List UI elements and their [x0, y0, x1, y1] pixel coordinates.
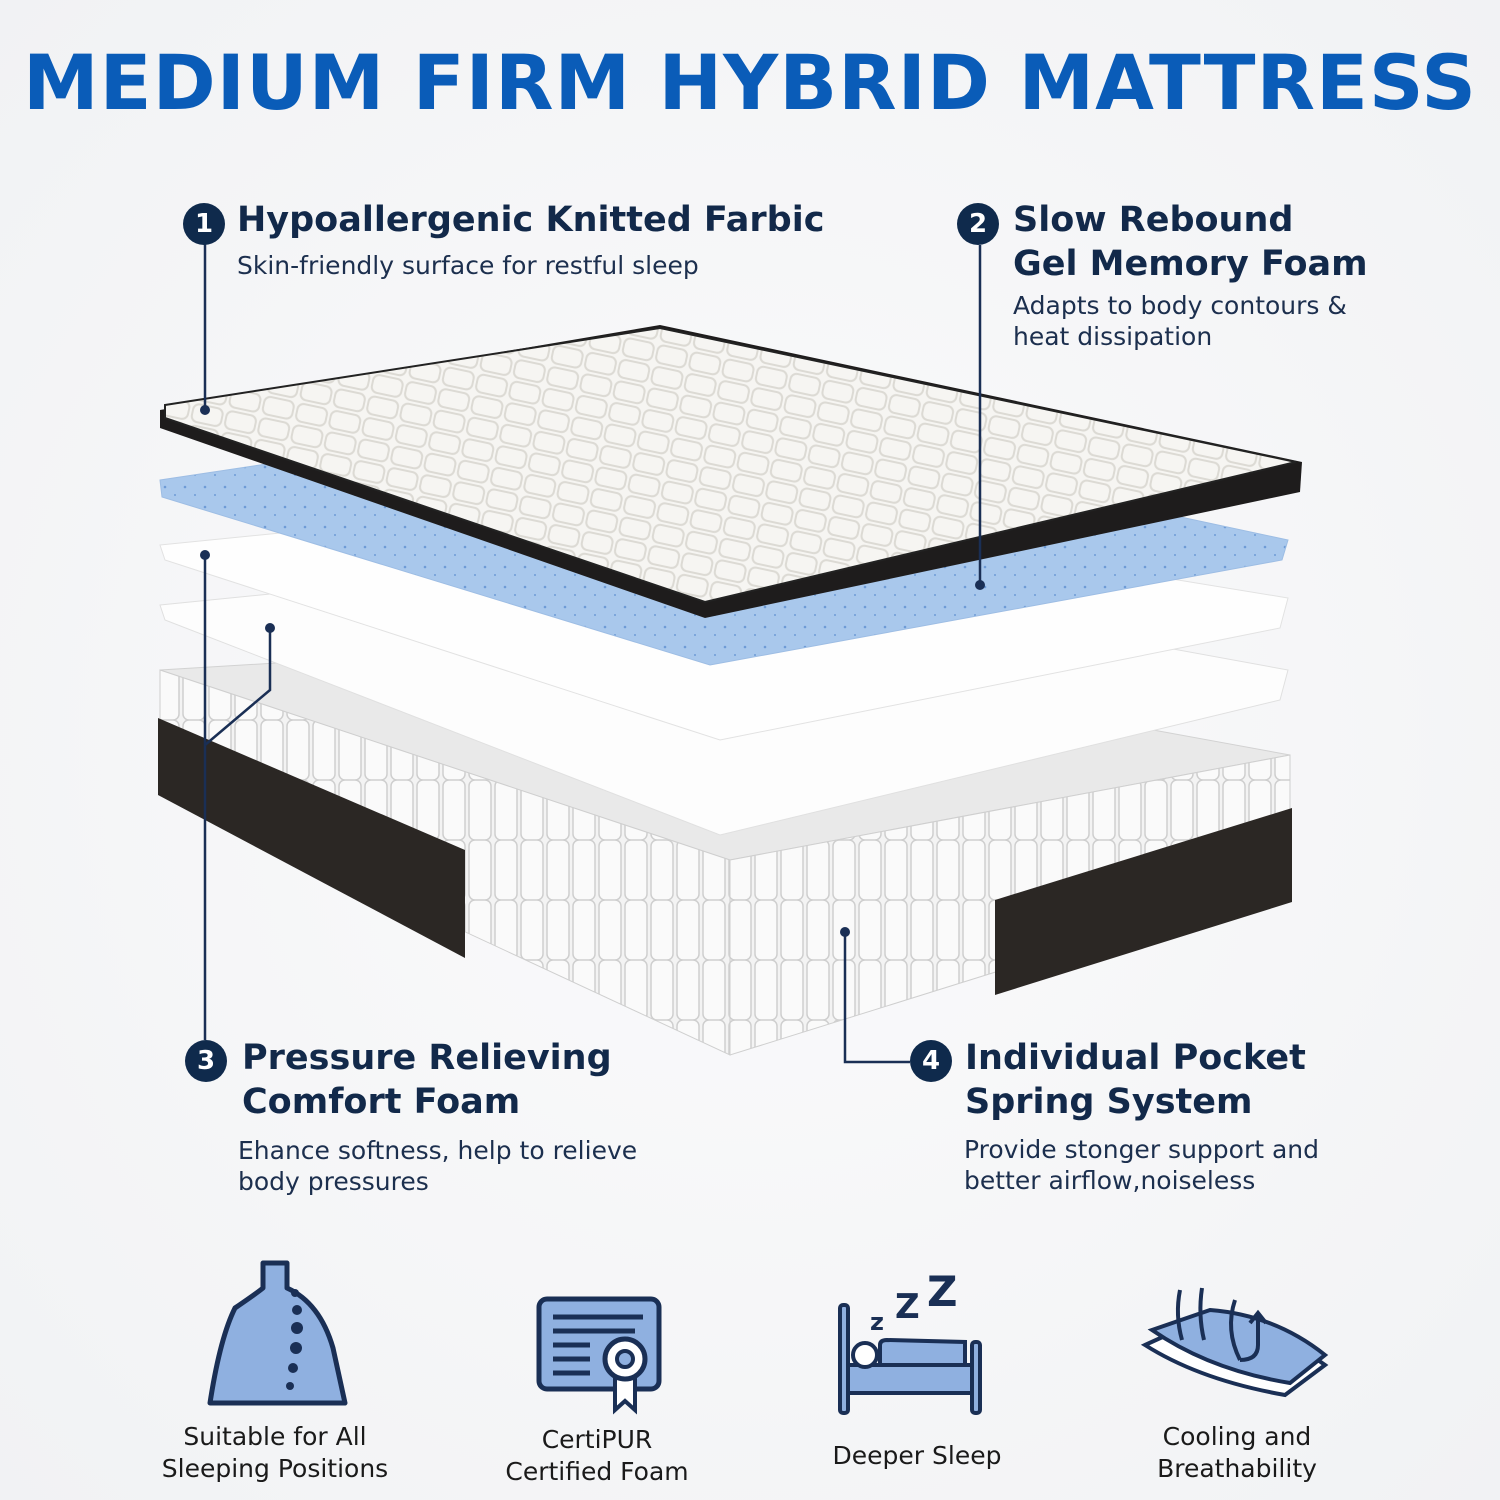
title-line: Gel Memory Foam	[1013, 244, 1368, 284]
callout-number-4: 4	[910, 1040, 952, 1082]
title-line: Spring System	[965, 1082, 1253, 1122]
desc-line: body pressures	[238, 1167, 429, 1196]
callout-number-3: 3	[185, 1040, 227, 1082]
desc-line: better airflow,noiseless	[964, 1166, 1256, 1195]
feature-line: CertiPUR	[541, 1425, 653, 1454]
callout-number-2: 2	[957, 203, 999, 245]
desc-line: Adapts to body contours &	[1013, 291, 1347, 320]
desc-line: Ehance softness, help to relieve	[238, 1136, 638, 1165]
callout-number-1: 1	[183, 203, 225, 245]
feature-line: Breathability	[1157, 1454, 1317, 1483]
feature-deeper-sleep: Deeper Sleep	[767, 1440, 1067, 1472]
feature-line: Deeper Sleep	[832, 1441, 1002, 1470]
layer-1-title: Hypoallergenic Knitted Farbic	[237, 200, 825, 240]
feature-line: Suitable for All	[183, 1422, 367, 1451]
side-band-left	[158, 718, 465, 958]
cooling-layer-icon	[1140, 1287, 1329, 1398]
svg-text:z: z	[870, 1308, 884, 1336]
page-title: MEDIUM FIRM HYBRID MATTRESS	[23, 38, 1477, 127]
layer-1-desc: Skin-friendly surface for restful sleep	[237, 251, 699, 280]
svg-text:Z: Z	[927, 1270, 957, 1316]
desc-line: Provide stonger support and	[964, 1135, 1320, 1164]
title-line: Slow Rebound	[1013, 200, 1294, 240]
svg-text:Z: Z	[895, 1287, 920, 1327]
title-line: Pressure Relieving	[242, 1038, 612, 1078]
feature-line: Certified Foam	[505, 1457, 689, 1486]
title-line: Individual Pocket	[965, 1038, 1306, 1078]
feature-certipur: CertiPUR Certified Foam	[447, 1424, 747, 1488]
title-line: Comfort Foam	[242, 1082, 521, 1122]
desc-line: heat dissipation	[1013, 322, 1213, 351]
feature-line: Sleeping Positions	[161, 1454, 389, 1483]
layer-2-desc: Adapts to body contours &heat dissipatio…	[1013, 290, 1347, 352]
side-band-right	[995, 808, 1292, 995]
feature-line: Cooling and	[1162, 1422, 1312, 1451]
spine-icon	[207, 1260, 348, 1406]
certificate-icon	[536, 1296, 662, 1415]
